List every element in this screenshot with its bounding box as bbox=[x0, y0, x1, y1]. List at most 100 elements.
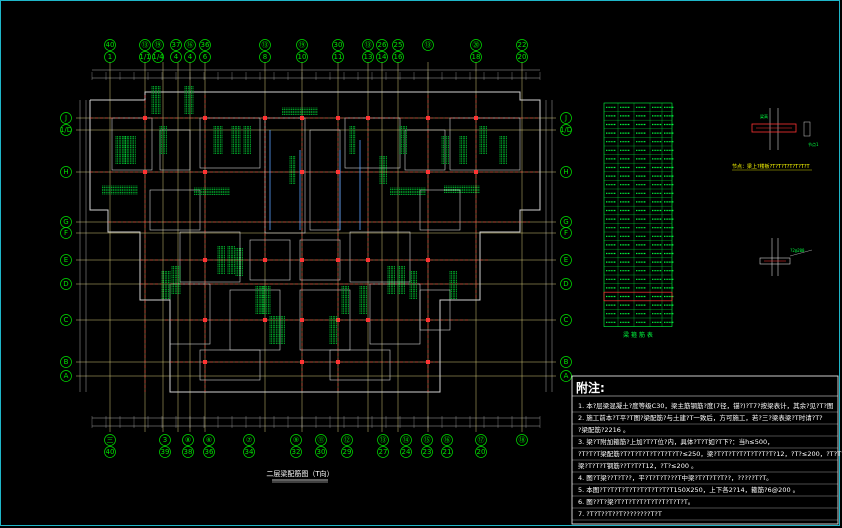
axis-bubble-bottom-lower: 24 bbox=[400, 446, 412, 458]
axis-bubble-top-upper: ⑯ bbox=[184, 39, 196, 51]
note-line: 6. 图??T?梁?T?T?T?T?T?T?T?T?T?T。 bbox=[578, 497, 694, 506]
axis-bubble-top-upper: ⑬ bbox=[362, 39, 374, 51]
axis-bubble-circle bbox=[362, 39, 374, 51]
axis-bubble-label: 37 bbox=[172, 41, 181, 49]
room-wall bbox=[199, 117, 261, 169]
axis-bubble-top-lower: 20 bbox=[516, 51, 528, 63]
detail-caption: 节点：梁上?楼板?T?T?T?T?T?T?T bbox=[732, 163, 811, 170]
axis-bubble-label: 1 bbox=[108, 53, 112, 61]
axis-bubble-top-lower: 11 bbox=[332, 51, 344, 63]
axis-bubble-circle bbox=[470, 39, 482, 51]
axis-bubble-top-upper: ⑬ bbox=[422, 39, 434, 51]
column bbox=[263, 116, 267, 120]
axis-bubble-circle bbox=[139, 39, 151, 51]
axis-bubble-top-upper: ⑳ bbox=[470, 39, 482, 51]
axis-bubble-label: ⑲ bbox=[299, 41, 306, 49]
column bbox=[203, 116, 207, 120]
axis-bubble-bottom-upper: ⑮ bbox=[421, 434, 433, 446]
column bbox=[426, 258, 430, 262]
axis-bubble-label: A bbox=[64, 372, 69, 380]
axis-bubble-label: 20 bbox=[518, 53, 527, 61]
axis-bubble-top-lower: 14 bbox=[376, 51, 388, 63]
axis-bubble-circle bbox=[104, 39, 116, 51]
axis-bubble-label: 4 bbox=[188, 53, 193, 61]
column bbox=[366, 116, 370, 120]
axis-bubble-left: A bbox=[60, 370, 72, 382]
axis-bubble-circle bbox=[516, 51, 528, 63]
axis-bubble-label: 21 bbox=[443, 448, 452, 456]
note-line: ?梁配筋?2216 。 bbox=[578, 425, 630, 434]
axis-bubble-circle bbox=[516, 39, 528, 51]
axis-bubble-circle bbox=[441, 446, 453, 458]
notes-title: 附注: bbox=[576, 380, 605, 395]
axis-bubble-top-upper: 40 bbox=[104, 39, 116, 51]
axis-bubble-left: C bbox=[60, 314, 72, 326]
axis-bubble-label: C bbox=[64, 316, 69, 324]
axis-bubble-left: F bbox=[60, 227, 72, 239]
axis-bubble-circle bbox=[421, 434, 433, 446]
axis-bubble-circle bbox=[259, 51, 271, 63]
axis-bubble-label: ⑳ bbox=[473, 41, 480, 49]
axis-bubble-left: D bbox=[60, 278, 72, 290]
axis-bubble-top-upper: 25 bbox=[392, 39, 404, 51]
axis-bubble-label: ⑱ bbox=[519, 436, 526, 444]
axis-bubble-label: ⑰ bbox=[478, 436, 485, 444]
note-line: 4. 图?T梁??T?T??，平?T?T?T???T中梁?T?T?T?T??，?… bbox=[578, 473, 773, 482]
axis-bubble-label: H bbox=[63, 168, 68, 176]
room-wall bbox=[349, 231, 411, 283]
axis-bubble-bottom-lower: 20 bbox=[475, 446, 487, 458]
column bbox=[203, 258, 207, 262]
axis-bubble-label: ⑬ bbox=[425, 41, 432, 49]
axis-bubble-label: B bbox=[564, 358, 569, 366]
axis-bubble-label: 三 bbox=[107, 436, 114, 444]
axis-bubble-label: 34 bbox=[245, 448, 254, 456]
note-line: 7. ?T?T??T??T????????T?T bbox=[578, 510, 662, 518]
axis-bubble-label: H bbox=[563, 168, 568, 176]
axis-bubble-circle bbox=[290, 446, 302, 458]
column bbox=[366, 258, 370, 262]
axis-bubble-left: G bbox=[60, 216, 72, 228]
axis-bubble-circle bbox=[332, 39, 344, 51]
axis-bubble-label: A bbox=[564, 372, 569, 380]
axis-bubble-circle bbox=[341, 434, 353, 446]
column bbox=[300, 170, 304, 174]
axis-bubble-circle bbox=[400, 434, 412, 446]
axis-bubble-top-upper: 26 bbox=[376, 39, 388, 51]
note-line: 3. 梁?T附加箍筋?上加?T?T位?内，具体?T?T如?T下?：当h≤500， bbox=[578, 437, 774, 446]
axis-bubble-bottom-upper: ⑫ bbox=[341, 434, 353, 446]
axis-bubble-circle bbox=[243, 446, 255, 458]
axis-bubble-label: 13 bbox=[364, 53, 373, 61]
axis-bubble-right: B bbox=[560, 356, 572, 368]
axis-bubble-circle bbox=[170, 39, 182, 51]
axis-bubble-bottom-lower: 40 bbox=[104, 446, 116, 458]
axis-bubble-label: 29 bbox=[343, 448, 352, 456]
axis-bubble-right: F bbox=[560, 227, 572, 239]
axis-bubble-circle bbox=[60, 124, 72, 136]
axis-bubble-bottom-lower: 36 bbox=[203, 446, 215, 458]
axis-bubble-label: 24 bbox=[402, 448, 411, 456]
axis-bubble-label: 18 bbox=[472, 53, 481, 61]
axis-bubble-label: ⑨ bbox=[293, 436, 299, 444]
axis-bubble-label: ⑫ bbox=[344, 436, 351, 444]
room-wall bbox=[369, 283, 421, 345]
note-line: 1. 本?层梁混凝土?度等级C30，梁主筋钢筋?度(7径，锚?)?T7?按梁表计… bbox=[578, 401, 833, 410]
axis-bubble-label: 1/4 bbox=[152, 53, 164, 61]
axis-bubble-circle bbox=[332, 51, 344, 63]
axis-bubble-circle bbox=[60, 314, 72, 326]
note-line: ?T?T?T梁配筋?T?T?T?T?T?T?T?T?≤250，梁?T?T?T?T… bbox=[578, 449, 842, 458]
axis-bubble-circle bbox=[243, 434, 255, 446]
axis-bubble-circle bbox=[60, 112, 72, 124]
axis-bubble-top-lower: 1 bbox=[104, 51, 116, 63]
room-wall bbox=[329, 349, 391, 381]
axis-bubble-label: 36 bbox=[205, 448, 214, 456]
axis-bubble-label: 25 bbox=[394, 41, 403, 49]
axis-bubble-circle bbox=[290, 434, 302, 446]
axis-bubble-label: 1/1 bbox=[139, 53, 150, 61]
axis-bubble-circle bbox=[60, 370, 72, 382]
axis-bubble-circle bbox=[60, 356, 72, 368]
axis-bubble-label: G bbox=[63, 218, 68, 226]
axis-bubble-circle bbox=[475, 446, 487, 458]
column bbox=[263, 258, 267, 262]
